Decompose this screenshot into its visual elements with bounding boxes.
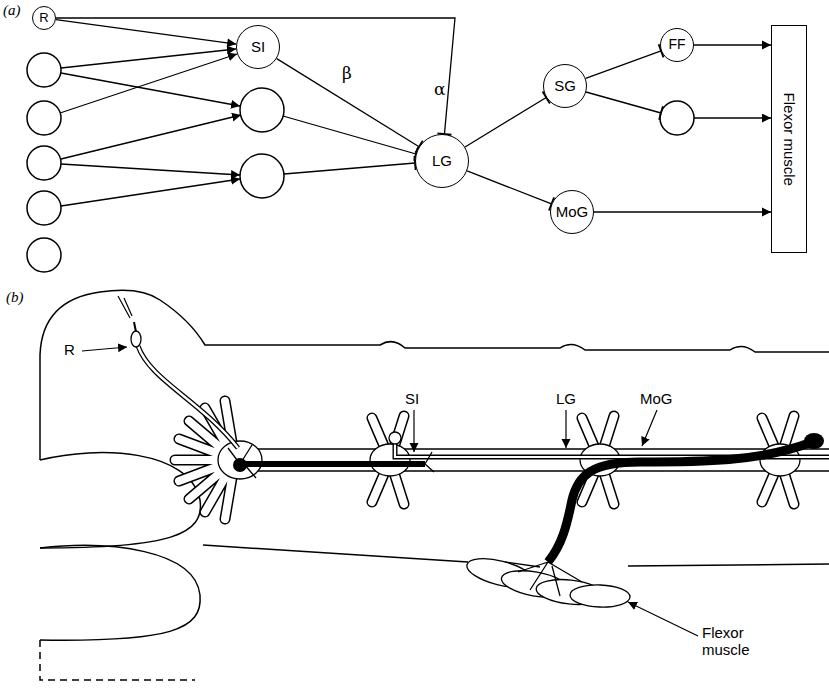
neuron-circles xyxy=(27,53,694,272)
synapse-connector xyxy=(56,20,236,48)
synapse-connector xyxy=(586,44,664,78)
connector-line xyxy=(56,18,455,134)
connector-line xyxy=(56,20,236,44)
neuron-label: LG xyxy=(432,153,452,170)
giant-neuron-circle: SG xyxy=(543,64,587,108)
interneuron-circle: SI xyxy=(236,25,280,69)
connector-line xyxy=(694,44,771,45)
abdomen-outline xyxy=(40,290,829,680)
part-label: Flexor muscle xyxy=(702,624,782,659)
synapse-connector xyxy=(694,41,771,50)
motor-giant-neuron xyxy=(505,433,824,596)
part-label: R xyxy=(64,341,75,358)
part-label: SI xyxy=(405,390,419,407)
receptor-neuron: R xyxy=(32,6,56,30)
segmental-interneuron xyxy=(228,445,434,478)
panel-label: (b) xyxy=(6,289,24,306)
neuron-label: FF xyxy=(668,37,685,52)
synapse-connector xyxy=(467,171,554,211)
panel-label: (a) xyxy=(3,2,21,19)
synapse-connector xyxy=(465,91,550,146)
synapse-label: α xyxy=(432,80,447,99)
synapse-label: β xyxy=(340,64,354,83)
neuron-label: SG xyxy=(554,78,576,95)
connector-line xyxy=(586,51,661,79)
synapse-head xyxy=(762,208,771,217)
synapse-lines xyxy=(60,49,771,206)
neuron-label: MoG xyxy=(556,204,589,221)
motor-giant-circle: MoG xyxy=(550,190,594,234)
synapse-head xyxy=(762,41,771,50)
leader-lines xyxy=(82,347,698,636)
motor-neuron-circle: FF xyxy=(660,28,694,62)
connector-line xyxy=(277,59,419,147)
synapse-connector xyxy=(56,18,455,135)
connector-line xyxy=(467,171,551,204)
giant-neuron-circle: LG xyxy=(415,134,469,188)
sensory-neuron xyxy=(118,296,238,448)
part-label: MoG xyxy=(640,390,673,407)
part-label: LG xyxy=(556,390,576,407)
synapse-head xyxy=(227,38,237,47)
neuron-label: SI xyxy=(251,39,265,56)
muscle-label: Flexor muscle xyxy=(781,92,798,185)
connector-line xyxy=(465,97,546,146)
neuron-label: R xyxy=(39,11,48,25)
synapse-connector xyxy=(594,208,771,217)
muscle-box: Flexor muscle xyxy=(771,25,807,253)
connector-line xyxy=(594,211,771,212)
synapse-connector xyxy=(277,59,423,153)
